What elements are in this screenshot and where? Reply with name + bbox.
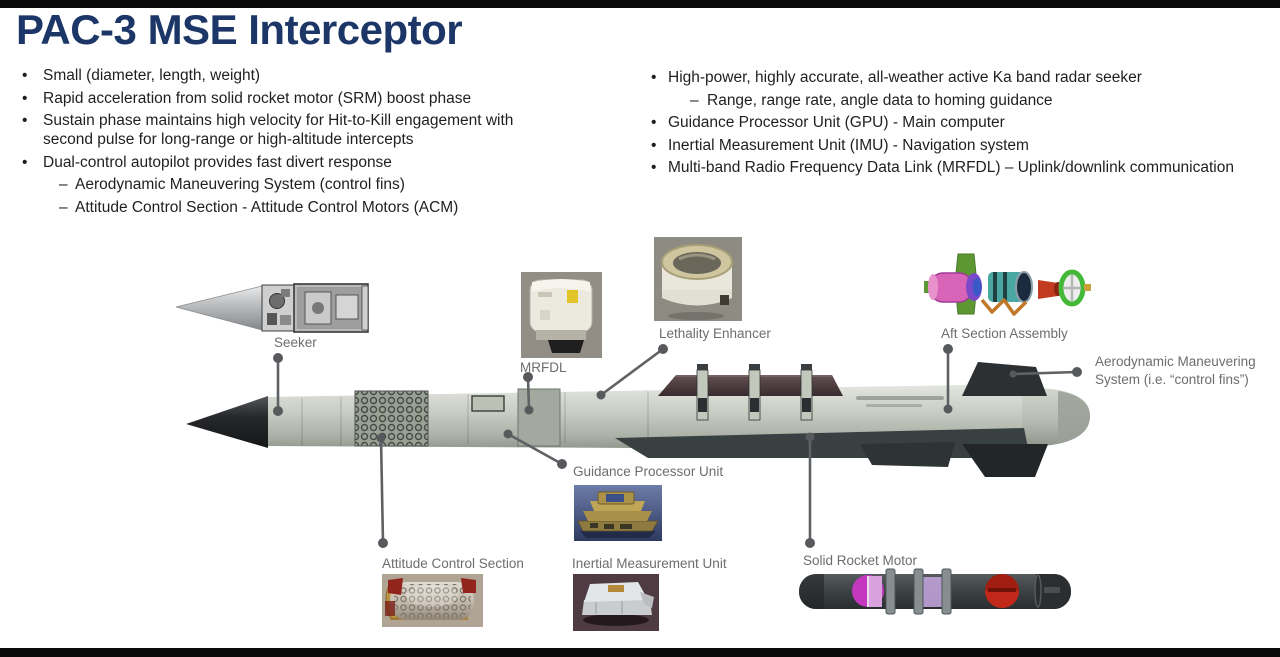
bullet-marker: • (651, 159, 657, 176)
mrfdl-photo (521, 272, 602, 358)
bullet-marker: • (651, 114, 657, 131)
pointer-aft-section (943, 344, 953, 414)
clamp-straps (696, 364, 813, 421)
page-title: PAC-3 MSE Interceptor (16, 6, 463, 53)
bottom-black-bar (0, 648, 1280, 657)
bullet-marker: • (651, 69, 657, 86)
nose-cone (186, 396, 268, 448)
mrfdl-label: MRFDL (520, 360, 567, 375)
solid-rocket-motor-image (798, 568, 1072, 615)
pointer-srm (805, 432, 815, 548)
ams-label: Aerodynamic Maneuvering System (i.e. “co… (1095, 353, 1256, 389)
bullet-text: Sustain phase maintains high velocity fo… (43, 112, 514, 148)
pointer-ams (1009, 367, 1082, 378)
panel-lines (301, 391, 649, 446)
bullet-marker: • (22, 67, 28, 84)
sub-list-item: – Attitude Control Section - Attitude Co… (59, 198, 542, 217)
top-fin (962, 362, 1047, 396)
bullet-marker: • (22, 112, 28, 129)
list-item: • Sustain phase maintains high velocity … (22, 111, 542, 149)
inertial-measurement-unit-photo (573, 574, 659, 631)
pointer-gpu (503, 429, 567, 469)
bullet-text: Guidance Processor Unit (GPU) - Main com… (668, 114, 1005, 131)
inertial-measurement-unit-label: Inertial Measurement Unit (572, 556, 727, 571)
dash-marker: – (59, 176, 68, 193)
dash-marker: – (59, 198, 68, 216)
bullet-text: Multi-band Radio Frequency Data Link (MR… (668, 159, 1234, 176)
list-item: • Rapid acceleration from solid rocket m… (22, 89, 542, 108)
seeker-label: Seeker (274, 335, 317, 350)
acs-hex-section (354, 390, 429, 447)
mrfdl-band (517, 388, 561, 447)
bullet-text: Inertial Measurement Unit (IMU) - Naviga… (668, 136, 1029, 154)
body-stencil (856, 396, 944, 407)
ams-label-line1: Aerodynamic Maneuvering (1095, 354, 1256, 369)
ams-label-line2: System (i.e. “control fins”) (1095, 372, 1249, 387)
pointer-lethality (596, 344, 668, 400)
aft-section-assembly-label: Aft Section Assembly (941, 326, 1068, 341)
attitude-control-section-photo (382, 574, 483, 627)
solid-rocket-motor-label: Solid Rocket Motor (803, 553, 918, 568)
guidance-processor-unit-photo (574, 485, 662, 541)
dash-marker: – (690, 91, 699, 109)
bullet-text: Range, range rate, angle data to homing … (707, 91, 1053, 109)
seeker-cutaway-image (175, 283, 369, 333)
list-item: • Small (diameter, length, weight) (22, 66, 542, 85)
aft-section-assembly-image (924, 253, 1091, 316)
list-item: • Inertial Measurement Unit (IMU) - Navi… (651, 136, 1279, 155)
missile-body (186, 362, 1090, 477)
pointer-lines (273, 344, 1082, 548)
pointer-acs (376, 433, 388, 548)
bottom-fin (962, 444, 1048, 477)
bullet-text: Small (diameter, length, weight) (43, 67, 261, 84)
sub-list-item: – Range, range rate, angle data to homin… (690, 91, 1279, 110)
top-black-bar (0, 0, 1280, 8)
bullet-marker: • (22, 89, 28, 107)
lethality-enhancer-label: Lethality Enhancer (659, 326, 771, 341)
pointer-mrfdl (523, 372, 534, 415)
body-port (471, 395, 505, 412)
bullet-text: High-power, highly accurate, all-weather… (668, 69, 1142, 86)
bullet-list-right: • High-power, highly accurate, all-weath… (651, 68, 1279, 181)
bullet-list-left: • Small (diameter, length, weight) • Rap… (22, 66, 542, 220)
attitude-control-section-label: Attitude Control Section (382, 556, 524, 571)
list-item: • High-power, highly accurate, all-weath… (651, 68, 1279, 87)
bullet-marker: • (651, 136, 657, 154)
bullet-text: Attitude Control Section - Attitude Cont… (75, 198, 459, 216)
list-item: • Multi-band Radio Frequency Data Link (… (651, 158, 1279, 177)
sub-list-item: – Aerodynamic Maneuvering System (contro… (59, 175, 542, 194)
pointer-seeker (273, 353, 283, 416)
list-item: • Guidance Processor Unit (GPU) - Main c… (651, 113, 1279, 132)
bullet-text: Rapid acceleration from solid rocket mot… (43, 89, 472, 107)
bullet-text: Aerodynamic Maneuvering System (control … (75, 176, 405, 193)
list-item: • Dual-control autopilot provides fast d… (22, 153, 542, 172)
guidance-processor-unit-label: Guidance Processor Unit (573, 464, 724, 479)
lethality-enhancer-photo (654, 237, 742, 321)
bullet-text: Dual-control autopilot provides fast div… (43, 153, 392, 171)
bullet-marker: • (22, 153, 28, 171)
